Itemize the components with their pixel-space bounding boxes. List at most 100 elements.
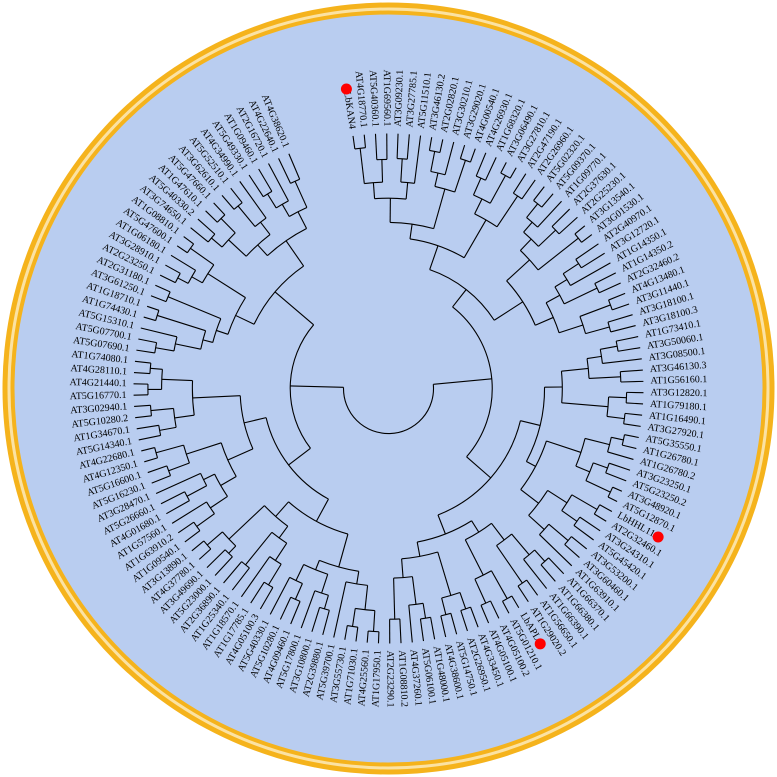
- tree-arc: [586, 358, 590, 379]
- leaf-label: AT1G69560.1: [381, 70, 392, 127]
- tree-branch: [230, 187, 243, 204]
- tree-arc: [523, 549, 535, 560]
- tree-arc: [222, 531, 237, 547]
- tree-branch: [571, 494, 598, 510]
- tree-arc: [269, 556, 282, 565]
- tree-arc: [474, 213, 498, 228]
- tree-branch: [138, 434, 161, 441]
- tree-branch: [344, 625, 348, 640]
- tree-arc: [496, 533, 512, 547]
- tree-arc: [554, 286, 565, 305]
- tree-arc: [460, 158, 471, 163]
- tree-branch: [472, 177, 482, 196]
- tree-branch: [202, 339, 213, 343]
- tree-branch: [168, 462, 190, 472]
- tree-branch: [159, 274, 176, 284]
- tree-arc: [599, 349, 603, 364]
- tree-branch: [297, 211, 308, 229]
- tree-branch: [150, 367, 163, 370]
- tree-arc: [201, 264, 215, 284]
- tree-branch: [437, 514, 446, 535]
- tree-branch: [315, 498, 329, 522]
- tree-arc: [523, 231, 539, 247]
- tree-branch: [466, 456, 492, 479]
- tree-branch: [281, 204, 290, 217]
- tree-arc: [221, 232, 236, 248]
- tree-branch: [579, 304, 611, 317]
- tree-arc: [560, 371, 563, 403]
- tree-branch: [401, 558, 404, 578]
- tree-branch: [558, 216, 578, 235]
- tree-branch: [558, 324, 584, 334]
- tree-arc: [184, 491, 190, 501]
- tree-branch: [612, 486, 623, 492]
- tree-branch: [285, 240, 305, 267]
- highlight-markers: [340, 83, 664, 650]
- tree-arc: [437, 420, 521, 516]
- tree-branch: [399, 618, 402, 644]
- tree-arc: [540, 557, 550, 566]
- tree-branch: [250, 581, 265, 604]
- tree-branch: [419, 618, 425, 642]
- leaf-label: AT1G79180.1: [650, 399, 708, 413]
- tree-branch: [620, 369, 643, 373]
- tree-branch: [554, 279, 568, 288]
- tree-branch: [259, 587, 274, 610]
- tree-branch: [294, 181, 308, 208]
- tree-branch: [535, 316, 554, 326]
- tree-branch: [496, 195, 519, 228]
- tree-arc: [233, 202, 243, 210]
- tree-arc: [607, 321, 612, 333]
- tree-arc: [607, 486, 614, 498]
- tree-branch: [364, 585, 369, 610]
- tree-arc: [271, 531, 288, 544]
- tree-arc: [473, 194, 491, 204]
- tree-branch: [624, 412, 643, 416]
- tree-arc: [191, 380, 195, 416]
- tree-branch: [174, 414, 195, 419]
- tree-arc: [605, 462, 610, 474]
- tree-branch: [408, 605, 413, 643]
- tree-branch: [548, 523, 569, 541]
- tree-branch: [147, 465, 168, 474]
- tree-arc: [183, 444, 190, 464]
- tree-arc: [206, 501, 215, 515]
- tree-arc: [288, 206, 308, 217]
- tree-branch: [155, 347, 175, 352]
- tree-branch: [190, 227, 209, 243]
- tree-arc: [513, 192, 523, 200]
- tree-branch: [186, 442, 222, 455]
- tree-branch: [585, 480, 611, 493]
- tree-branch: [228, 505, 265, 540]
- tree-branch: [430, 151, 436, 172]
- tree-arc: [474, 570, 492, 580]
- leaf-label: AT4G21440.1: [69, 377, 126, 389]
- tree-arc: [526, 217, 538, 228]
- tree-branch: [489, 175, 506, 204]
- tree-branch: [459, 592, 467, 610]
- tree-branch: [579, 516, 601, 532]
- tree-branch: [406, 134, 410, 160]
- tree-branch: [393, 578, 396, 620]
- tree-branch: [197, 218, 216, 235]
- tree-arc: [574, 233, 583, 243]
- tree-branch: [452, 289, 467, 308]
- tree-branch: [600, 345, 618, 350]
- tree-branch: [175, 343, 201, 350]
- tree-branch: [602, 358, 642, 365]
- tree-branch: [196, 513, 215, 527]
- tree-branch: [463, 219, 487, 258]
- leaf-label: AT4G25560.1: [356, 649, 372, 707]
- leaf-label: AT4G37260.1: [407, 649, 423, 707]
- tree-arc: [149, 405, 153, 416]
- tree-branch: [533, 186, 545, 201]
- tree-arc: [166, 465, 172, 476]
- tree-branch: [464, 539, 484, 576]
- tree-branch: [612, 303, 630, 311]
- tree-branch: [186, 485, 207, 497]
- tree-arc: [154, 342, 158, 354]
- tree-branch: [609, 462, 631, 471]
- tree-branch: [475, 152, 487, 177]
- tree-branch: [502, 600, 510, 614]
